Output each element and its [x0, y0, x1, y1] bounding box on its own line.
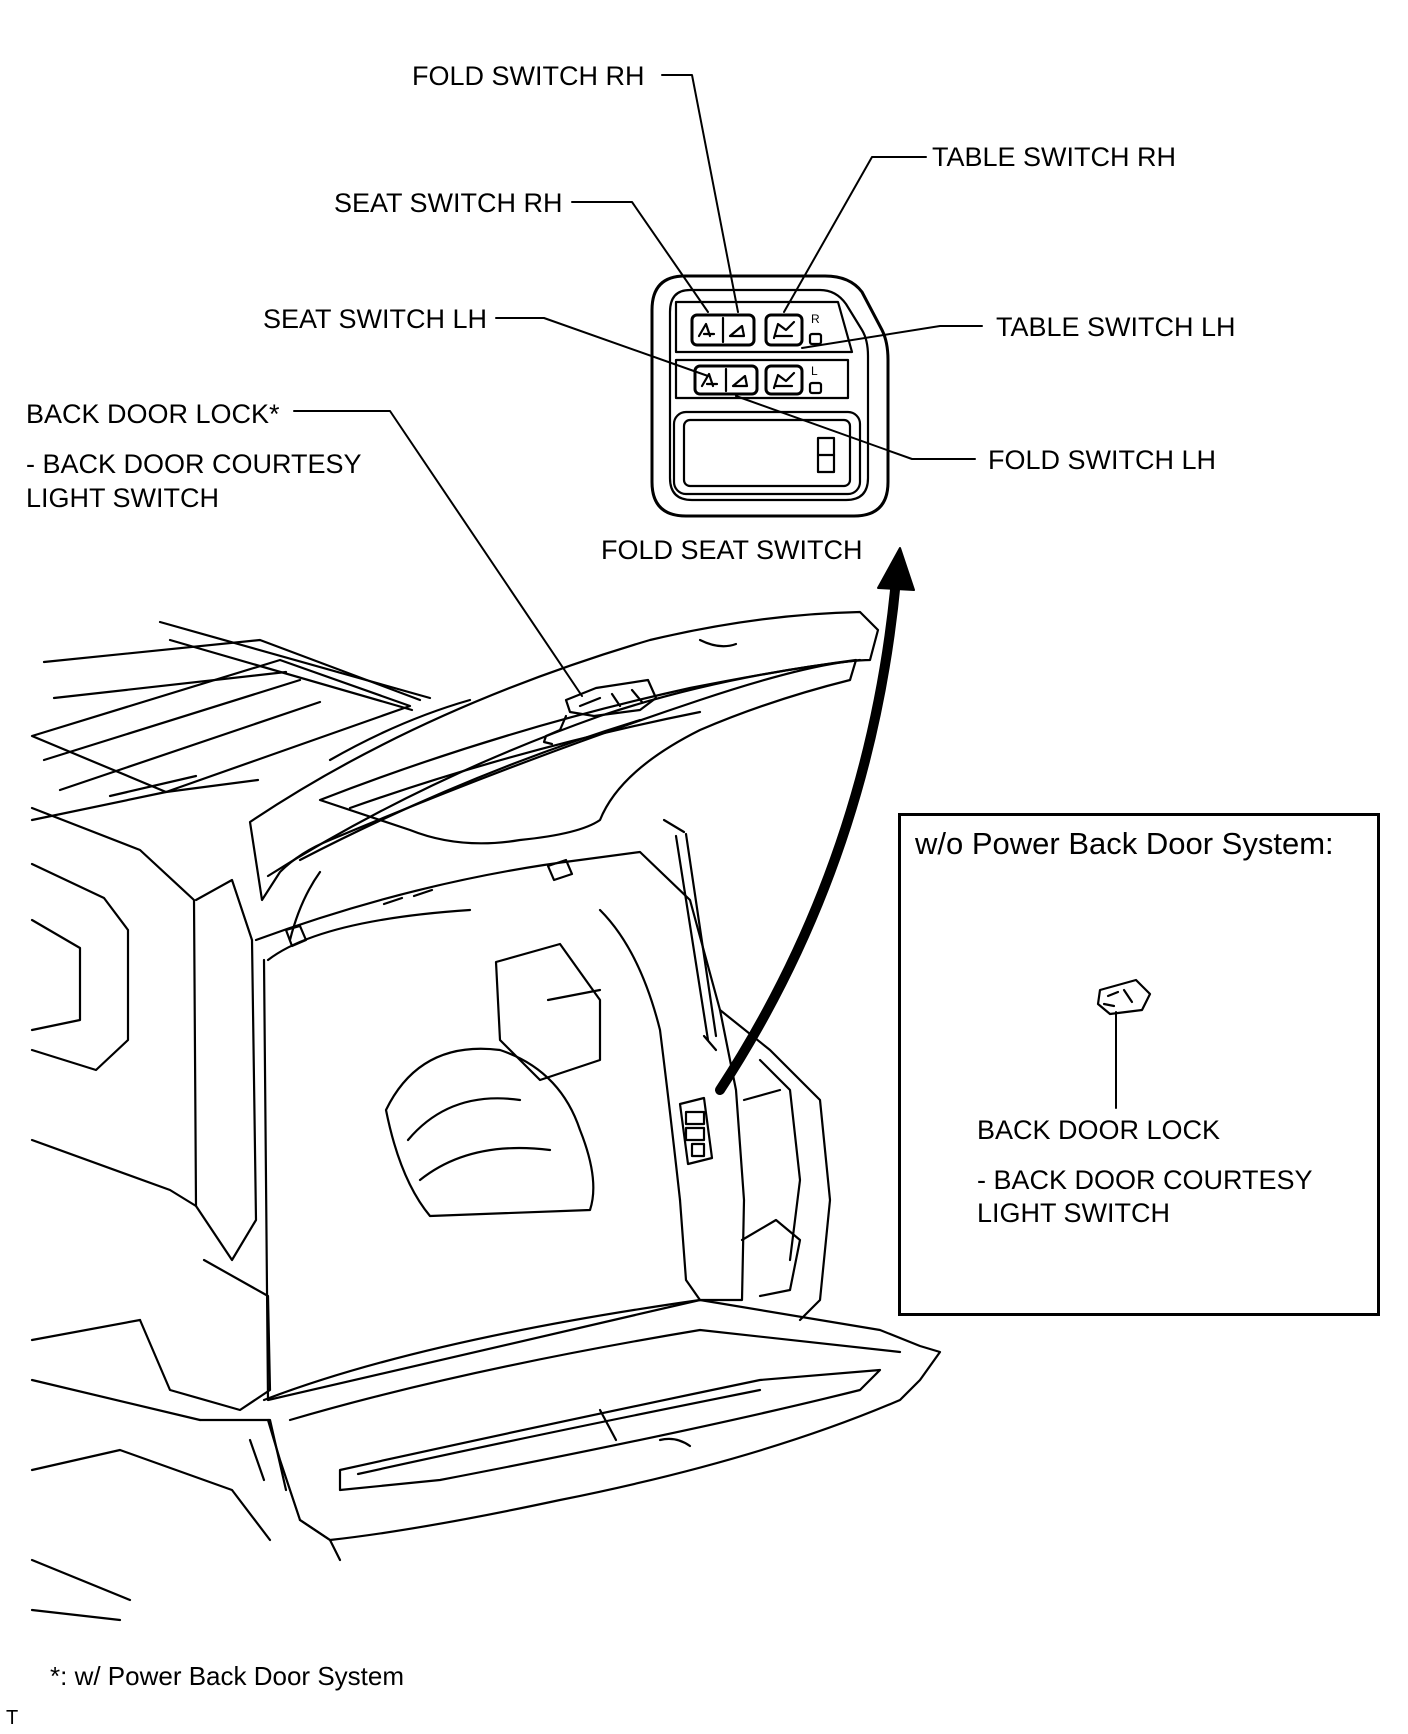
fold-seat-switch-panel	[650, 274, 890, 518]
inset-label-back-door-lock: BACK DOOR LOCK	[977, 1115, 1221, 1145]
panel-mark-l: L	[811, 364, 818, 378]
label-courtesy-line1: - BACK DOOR COURTESY	[26, 449, 362, 479]
leader-lines	[293, 74, 983, 697]
vehicle-rear	[30, 610, 942, 1622]
footnote: *: w/ Power Back Door System	[50, 1661, 404, 1691]
label-table-switch-rh: TABLE SWITCH RH	[932, 142, 1177, 172]
label-fold-switch-lh: FOLD SWITCH LH	[988, 445, 1217, 475]
corner-mark: T	[6, 1707, 19, 1729]
label-courtesy-line2: LIGHT SWITCH	[26, 483, 220, 513]
label-seat-switch-lh: SEAT SWITCH LH	[263, 304, 488, 334]
label-fold-switch-rh: FOLD SWITCH RH	[412, 61, 645, 91]
inset-back-door-lock	[1096, 978, 1152, 1109]
panel-mark-r: R	[811, 312, 820, 326]
inset-box: w/o Power Back Door System: BACK DOOR LO…	[898, 813, 1380, 1316]
arrow-to-switch	[715, 547, 915, 1095]
label-table-switch-lh: TABLE SWITCH LH	[996, 312, 1236, 342]
inset-title: w/o Power Back Door System:	[915, 826, 1334, 861]
label-seat-switch-rh: SEAT SWITCH RH	[334, 188, 563, 218]
inset-label-courtesy-line1: - BACK DOOR COURTESY	[977, 1165, 1313, 1195]
label-back-door-lock: BACK DOOR LOCK*	[26, 399, 280, 429]
inset-label-courtesy-line2: LIGHT SWITCH	[977, 1198, 1171, 1228]
label-fold-seat-switch: FOLD SEAT SWITCH	[601, 535, 863, 565]
